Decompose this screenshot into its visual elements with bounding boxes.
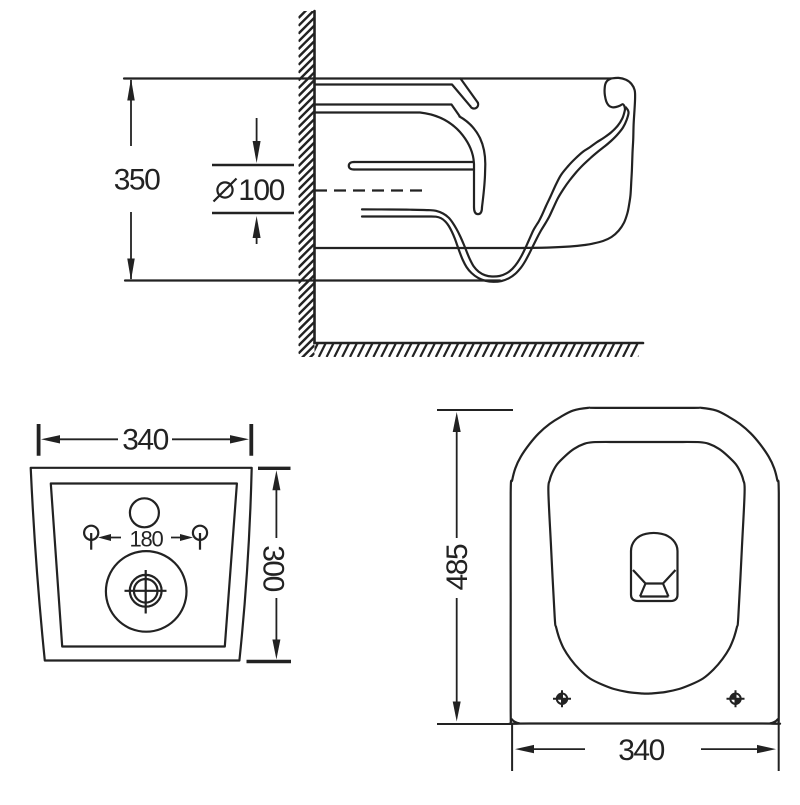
svg-text:180: 180 — [129, 527, 163, 552]
svg-text:350: 350 — [114, 164, 160, 197]
svg-text:100: 100 — [238, 174, 284, 207]
svg-text:300: 300 — [256, 545, 289, 591]
svg-text:340: 340 — [122, 424, 168, 457]
svg-text:485: 485 — [441, 544, 474, 590]
svg-text:340: 340 — [618, 734, 664, 767]
